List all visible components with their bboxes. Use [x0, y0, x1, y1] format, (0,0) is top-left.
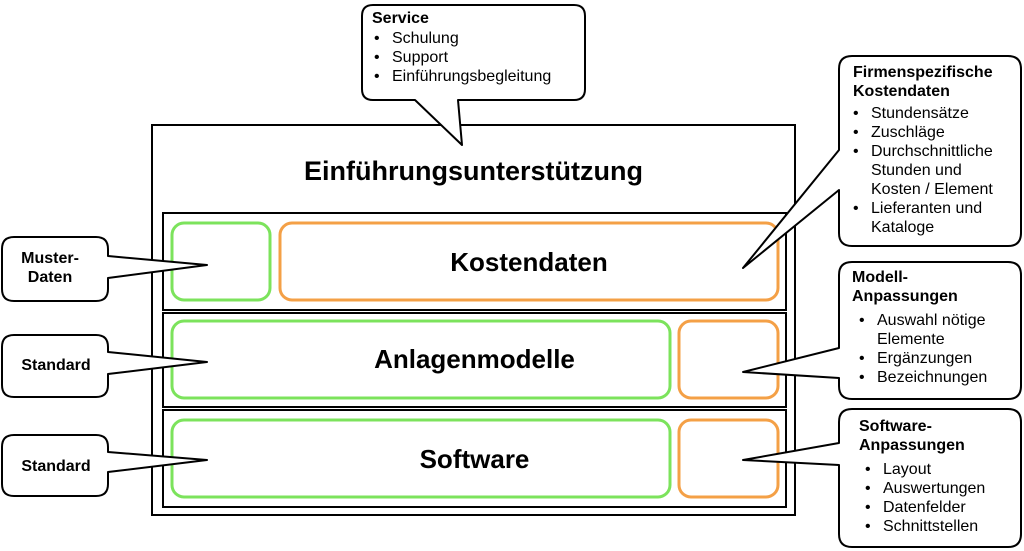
main-title: Einführungsunterstützung: [304, 155, 643, 186]
callout-modell-list: Auswahl nötige Elemente Ergänzungen Beze…: [857, 311, 1016, 387]
layer-box-anlagenmodelle: [162, 312, 787, 408]
callout-musterdaten-bubble: [1, 236, 208, 302]
list-item: Ergänzungen: [857, 349, 1016, 368]
list-item: Auswertungen: [863, 479, 1017, 498]
layer-title-anlagenmodelle: Anlagenmodelle: [374, 343, 575, 374]
list-item: Schulung: [372, 29, 577, 48]
kostendaten-custom-box: [278, 221, 780, 302]
callout-modell: Modell-Anpassungen Auswahl nötige Elemen…: [852, 268, 1016, 387]
callout-software-list: Layout Auswertungen Datenfelder Schnitts…: [863, 460, 1017, 536]
list-item: Bezeichnungen: [857, 368, 1016, 387]
list-item: Zuschläge: [851, 123, 1015, 142]
list-item: Einführungsbegleitung: [372, 67, 577, 86]
list-item: Schnittstellen: [863, 517, 1017, 536]
anlagenmodelle-custom-box: [677, 319, 780, 400]
side-label-musterdaten: Muster-Daten: [21, 250, 79, 286]
layer-title-software: Software: [419, 443, 530, 474]
list-item: Stundensätze: [851, 104, 1015, 123]
list-item: Durchschnittliche Stunden und Kosten / E…: [851, 142, 1015, 199]
list-item: Layout: [863, 460, 1017, 479]
side-label-standard-software: Standard: [21, 457, 91, 475]
list-item: Datenfelder: [863, 498, 1017, 517]
callout-kostendaten: Firmenspezifische Kostendaten Stundensät…: [851, 63, 1015, 237]
callout-kostendaten-title: Firmenspezifische Kostendaten: [853, 64, 993, 100]
callout-kostendaten-list: Stundensätze Zuschläge Durchschnittliche…: [851, 104, 1015, 237]
callout-service: Service Schulung Support Einführungsbegl…: [372, 9, 577, 86]
layer-title-kostendaten: Kostendaten: [450, 246, 608, 277]
side-label-standard-anlagen: Standard: [21, 356, 91, 374]
callout-modell-title: Modell-Anpassungen: [852, 269, 958, 305]
callout-standard-software-bubble: [1, 434, 208, 497]
list-item: Lieferanten und Kataloge: [851, 199, 1015, 237]
callout-software-title: Software-Anpassungen: [859, 418, 965, 454]
callout-service-title: Service: [372, 10, 429, 27]
callout-software: Software-Anpassungen Layout Auswertungen…: [859, 417, 1017, 536]
list-item: Support: [372, 48, 577, 67]
callout-service-list: Schulung Support Einführungsbegleitung: [372, 29, 577, 86]
list-item: Auswahl nötige Elemente: [857, 311, 1005, 349]
callout-standard-anlagen-bubble: [1, 334, 208, 398]
